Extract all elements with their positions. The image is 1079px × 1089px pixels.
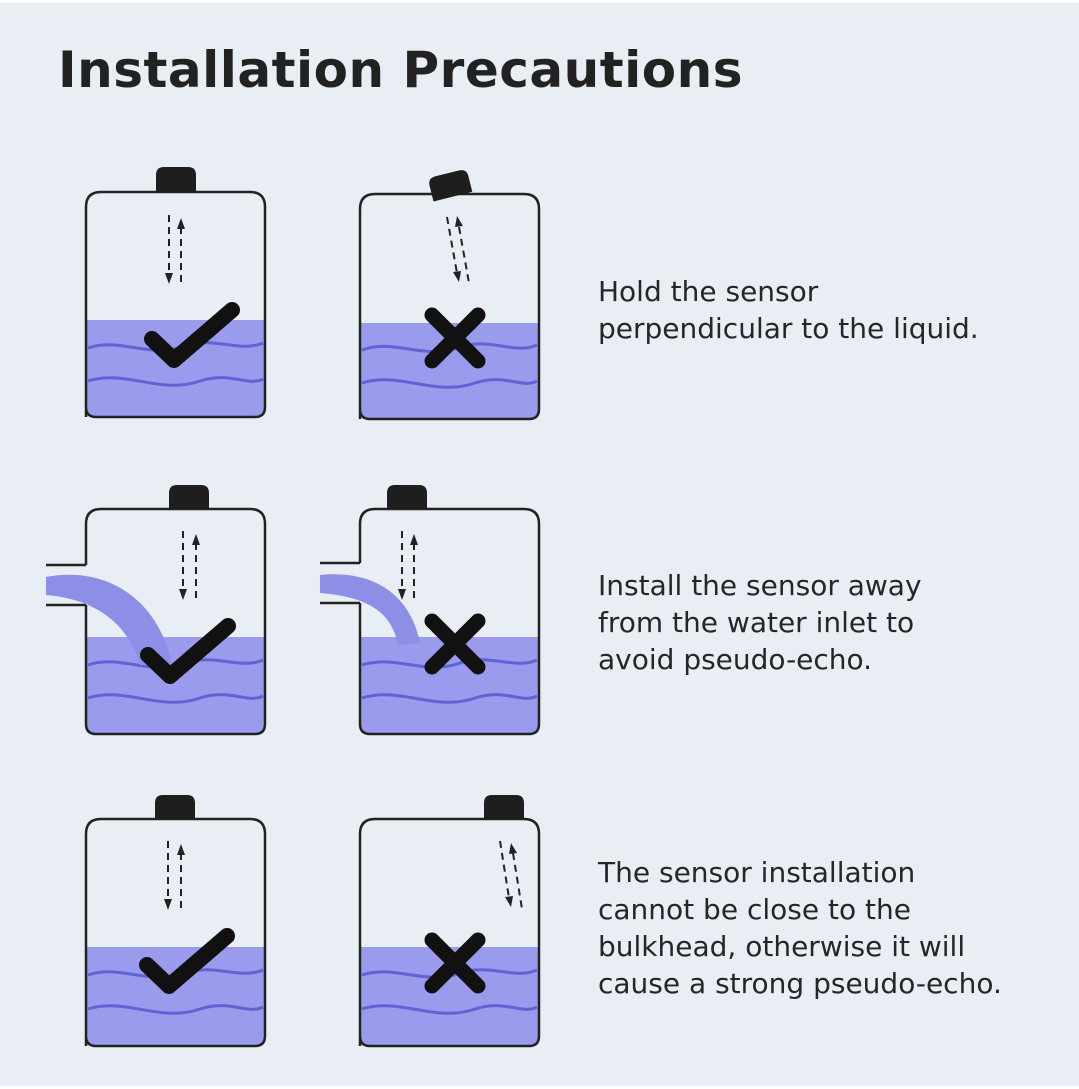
cross-icon xyxy=(424,613,486,675)
ultrasonic-sensor xyxy=(387,485,427,509)
echo-arrows xyxy=(398,531,418,601)
tank-outline xyxy=(84,190,267,419)
check-icon xyxy=(144,302,240,368)
echo-arrows xyxy=(164,841,185,911)
row-3-correct-tank xyxy=(84,795,267,1048)
check-icon xyxy=(140,618,236,684)
liquid-wave xyxy=(361,658,538,669)
echo-arrows xyxy=(179,531,200,601)
inflow-stream xyxy=(46,574,172,665)
water-inlet-pipe xyxy=(46,563,86,607)
liquid-wave xyxy=(87,1004,264,1015)
liquid-wave xyxy=(361,693,538,704)
ultrasonic-sensor-near-bulkhead xyxy=(484,795,524,819)
tilted-ultrasonic-sensor xyxy=(429,170,473,202)
liquid-wave xyxy=(361,378,538,389)
echo-arrows xyxy=(446,216,470,284)
inflow-stream xyxy=(320,574,420,645)
tank-outline xyxy=(358,507,541,736)
tank-outline xyxy=(84,507,267,736)
liquid-wave xyxy=(87,693,264,704)
ultrasonic-sensor xyxy=(156,167,196,192)
precaution-text-1: Hold the sensor perpendicular to the liq… xyxy=(598,275,979,345)
cross-icon xyxy=(424,932,486,994)
ultrasonic-sensor xyxy=(155,795,195,819)
page-title: Installation Precautions xyxy=(58,41,743,99)
row-1-wrong-tank xyxy=(358,170,541,421)
tank-outline xyxy=(358,192,541,421)
row-2-correct-tank xyxy=(46,485,267,736)
row-3-wrong-tank xyxy=(358,795,541,1048)
tank-liquid xyxy=(86,947,265,1046)
check-icon xyxy=(139,928,235,994)
ultrasonic-sensor xyxy=(169,485,209,509)
tank-liquid xyxy=(86,637,265,734)
cross-icon xyxy=(424,307,486,369)
installation-diagram xyxy=(46,167,541,1048)
echo-arrows xyxy=(165,215,185,284)
liquid-wave xyxy=(87,376,264,387)
row-2-wrong-tank xyxy=(320,485,541,736)
row-1-correct-tank xyxy=(84,167,267,419)
water-inlet-pipe xyxy=(320,561,360,605)
tank-outline xyxy=(84,817,267,1048)
echo-arrows xyxy=(499,840,523,910)
precaution-text-2: Install the sensor away from the water i… xyxy=(598,569,922,676)
tank-liquid xyxy=(86,320,265,417)
precaution-text-3: The sensor installation cannot be close … xyxy=(598,856,1002,1000)
tank-outline xyxy=(358,817,541,1048)
precautions-panel: Installation Precautions xyxy=(0,3,1079,1086)
liquid-wave xyxy=(361,1004,538,1015)
